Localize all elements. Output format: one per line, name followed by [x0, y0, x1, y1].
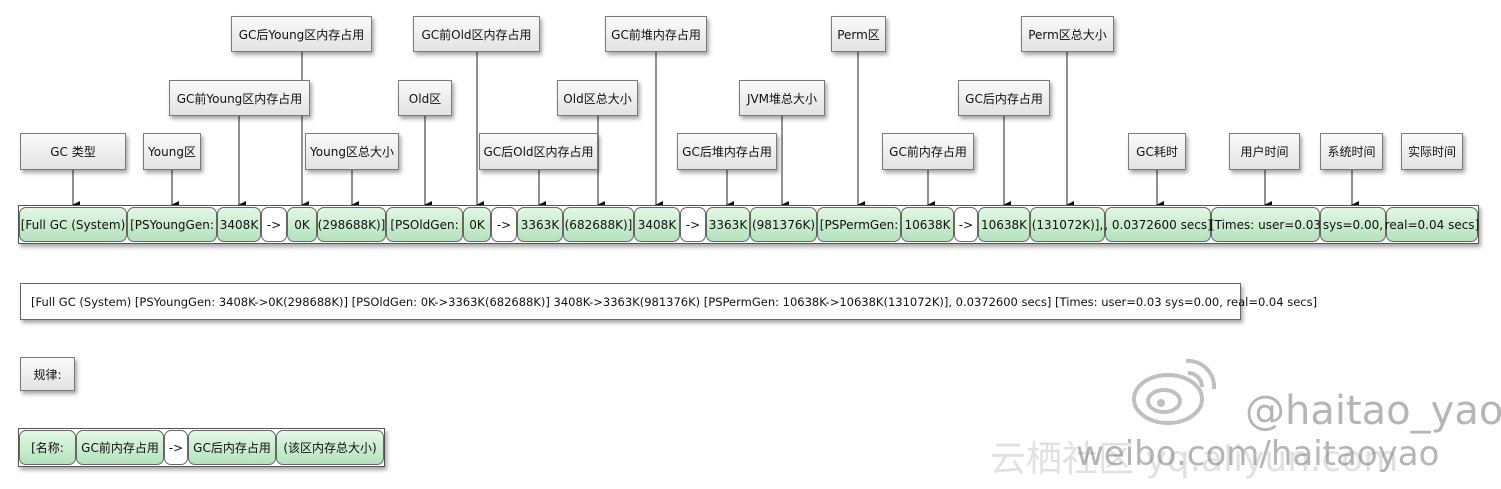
- label-gc-type: GC 类型: [20, 133, 126, 170]
- label-perm-area: Perm区: [831, 16, 886, 52]
- segment-young-total: (298688K)]: [317, 207, 386, 242]
- segment-perm-before: 10638K: [901, 207, 954, 242]
- label-jvm-heap-total: JVM堆总大小: [739, 80, 825, 116]
- label-sys-time: 系统时间: [1320, 133, 1383, 170]
- watermark-handle: @haitao_yao: [1245, 388, 1501, 434]
- segment-heap-total: (981376K): [750, 207, 817, 242]
- segment-pspermgen: [PSPermGen:: [817, 207, 901, 242]
- label-real-time: 实际时间: [1401, 133, 1463, 170]
- segment-perm-arrow: ->: [954, 207, 978, 242]
- rule-segment-after: GC后内存占用: [188, 430, 276, 465]
- label-young-total: Young区总大小: [305, 133, 399, 170]
- segment-old-arrow: ->: [491, 207, 517, 242]
- segment-young-after: 0K: [287, 207, 317, 242]
- segment-sys-time: sys=0.00,: [1320, 207, 1386, 242]
- label-perm-total: Perm区总大小: [1021, 16, 1114, 52]
- rule-segment-before: GC前内存占用: [76, 430, 164, 465]
- label-gc-before-young: GC前Young区内存占用: [169, 80, 310, 116]
- rule-segment-name: [名称:: [19, 430, 76, 465]
- segment-heap-arrow: ->: [680, 207, 706, 242]
- label-old-total: Old区总大小: [557, 80, 638, 116]
- segment-young-arrow: ->: [261, 207, 287, 242]
- segment-full-gc: [Full GC (System): [19, 207, 127, 242]
- segment-real-time: real=0.04 secs]: [1385, 207, 1479, 242]
- label-gc-before-old: GC前Old区内存占用: [413, 16, 540, 52]
- label-gc-after-young: GC后Young区内存占用: [231, 16, 372, 52]
- rule-segment-total: (该区内存总大小): [276, 430, 384, 465]
- label-gc-before-heap: GC前堆内存占用: [605, 16, 707, 52]
- segment-heap-after: 3363K: [706, 207, 750, 242]
- segment-old-total: (682688K)]: [563, 207, 634, 242]
- watermark-site: 云栖社区 yq.aliyun.com: [990, 439, 1399, 480]
- label-gc-before-mem: GC前内存占用: [882, 133, 974, 170]
- segment-old-after: 3363K: [517, 207, 563, 242]
- segment-heap-before: 3408K: [634, 207, 680, 242]
- rule-label: 规律:: [20, 357, 75, 391]
- segment-psoldgen: [PSOldGen:: [386, 207, 463, 242]
- label-gc-after-mem: GC后内存占用: [958, 80, 1050, 116]
- weibo-logo-icon: [1132, 358, 1217, 425]
- label-gc-after-old: GC后Old区内存占用: [479, 133, 598, 170]
- segment-old-before: 0K: [463, 207, 491, 242]
- segment-psyounggen: [PSYoungGen:: [127, 207, 217, 242]
- segment-perm-after: 10638K: [978, 207, 1030, 242]
- full-log-text: [Full GC (System) [PSYoungGen: 3408K->0K…: [20, 283, 1317, 320]
- segment-user-time: [Times: user=0.03: [1210, 207, 1321, 242]
- rule-segment-arrow: ->: [164, 430, 188, 465]
- label-young-area: Young区: [143, 133, 201, 170]
- segment-young-before: 3408K: [217, 207, 261, 242]
- label-gc-time: GC耗时: [1128, 133, 1186, 170]
- label-user-time: 用户时间: [1229, 133, 1300, 170]
- segment-gc-time: , 0.0372600 secs]: [1104, 207, 1212, 242]
- watermark-url: weibo.com/haitaoyao: [1076, 434, 1440, 474]
- label-gc-after-heap: GC后堆内存占用: [677, 133, 777, 170]
- segment-perm-total: (131072K)],: [1030, 207, 1105, 242]
- label-old-area: Old区: [398, 80, 452, 116]
